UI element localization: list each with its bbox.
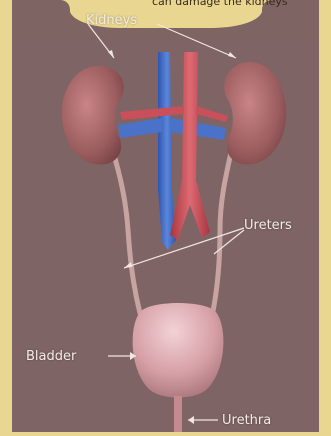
label-kidneys: Kidneys — [86, 14, 137, 28]
label-bladder: Bladder — [26, 350, 76, 364]
label-urethra: Urethra — [222, 414, 271, 428]
left-margin-strip — [0, 0, 12, 432]
caption-fragment: can damage the kidneys — [152, 0, 331, 9]
right-margin-strip — [319, 0, 331, 432]
urethra — [174, 396, 182, 432]
label-ureters: Ureters — [244, 219, 292, 233]
bladder — [133, 303, 224, 398]
